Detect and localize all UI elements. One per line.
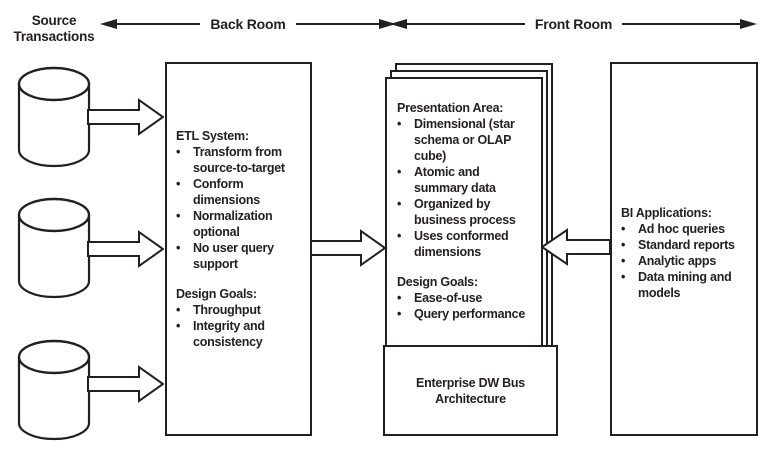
arrowhead-right-icon xyxy=(379,19,397,29)
list-item: •Dimensional (star schema or OLAP cube) xyxy=(397,117,515,163)
bullet-icon: • xyxy=(176,319,181,333)
bi-bullet-list: •Ad hoc queries •Standard reports •Analy… xyxy=(621,221,752,301)
list-item: •Throughput xyxy=(176,303,261,317)
bi-applications-box: BI Applications: •Ad hoc queries •Standa… xyxy=(610,62,758,436)
bullet-icon: • xyxy=(397,117,402,131)
list-item: •Transform from source-to-target xyxy=(176,145,285,175)
bullet-icon: • xyxy=(397,165,402,179)
arrowhead-left-icon xyxy=(390,19,407,29)
database-cylinder-icon xyxy=(17,66,91,168)
list-item: •Conform dimensions xyxy=(176,177,260,207)
source-transactions-line1: Source xyxy=(31,13,77,28)
list-item: •Ad hoc queries xyxy=(621,222,725,236)
etl-title: ETL System: xyxy=(176,129,249,143)
arrow-line xyxy=(622,23,741,25)
source-transactions-line2: Transactions xyxy=(13,29,95,44)
bullet-icon: • xyxy=(621,254,626,268)
arrow-line xyxy=(407,23,525,25)
bullet-icon: • xyxy=(176,209,181,223)
flow-arrow-right-icon xyxy=(87,98,164,136)
presentation-design-goals-title: Design Goals: xyxy=(397,275,478,289)
bullet-icon: • xyxy=(621,238,626,252)
list-item: •Organized by business process xyxy=(397,197,516,227)
bullet-icon: • xyxy=(397,291,402,305)
flow-arrow-right-icon xyxy=(310,229,386,267)
list-item: •No user query support xyxy=(176,241,274,271)
arrowhead-left-icon xyxy=(100,19,117,29)
bullet-icon: • xyxy=(176,177,181,191)
bi-title: BI Applications: xyxy=(621,206,712,220)
flow-arrow-right-icon xyxy=(87,230,164,268)
list-item: •Ease-of-use xyxy=(397,291,483,305)
enterprise-dw-bus-box: Enterprise DW Bus Architecture xyxy=(383,345,558,436)
list-item: •Atomic and summary data xyxy=(397,165,496,195)
bullet-icon: • xyxy=(397,197,402,211)
database-cylinder-icon xyxy=(17,339,91,441)
list-item: •Query performance xyxy=(397,307,526,321)
front-room-label: Front Room xyxy=(534,16,613,32)
presentation-area-box: Presentation Area: •Dimensional (star sc… xyxy=(385,77,543,347)
arrowhead-right-icon xyxy=(740,19,758,29)
list-item: •Normalization optional xyxy=(176,209,273,239)
arrow-line xyxy=(295,23,380,25)
list-item: •Integrity and consistency xyxy=(176,319,265,349)
bullet-icon: • xyxy=(176,303,181,317)
source-transactions-label: Source Transactions xyxy=(2,13,106,45)
back-room-span-arrow: Back Room xyxy=(100,15,397,33)
list-item: •Analytic apps xyxy=(621,254,717,268)
etl-design-goals-list: •Throughput •Integrity and consistency xyxy=(176,302,304,350)
list-item: •Data mining and models xyxy=(621,270,732,300)
bullet-icon: • xyxy=(397,307,402,321)
bullet-icon: • xyxy=(621,270,626,284)
etl-system-box: ETL System: •Transform from source-to-ta… xyxy=(165,62,312,436)
list-item: •Uses conformed dimensions xyxy=(397,229,509,259)
back-room-label: Back Room xyxy=(210,16,286,32)
bullet-icon: • xyxy=(397,229,402,243)
enterprise-dw-bus-label: Enterprise DW Bus Architecture xyxy=(416,375,525,406)
presentation-title: Presentation Area: xyxy=(397,101,504,115)
bullet-icon: • xyxy=(621,222,626,236)
flow-arrow-left-icon xyxy=(541,228,611,266)
front-room-span-arrow: Front Room xyxy=(390,15,758,33)
database-cylinder-icon xyxy=(17,197,91,299)
list-item: •Standard reports xyxy=(621,238,735,252)
arrow-line xyxy=(117,23,201,25)
flow-arrow-right-icon xyxy=(87,365,164,403)
bullet-icon: • xyxy=(176,145,181,159)
presentation-design-goals-list: •Ease-of-use •Query performance xyxy=(397,290,536,322)
etl-bullet-list: •Transform from source-to-target •Confor… xyxy=(176,144,304,272)
etl-design-goals-title: Design Goals: xyxy=(176,287,257,301)
bullet-icon: • xyxy=(176,241,181,255)
presentation-bullet-list: •Dimensional (star schema or OLAP cube) … xyxy=(397,116,536,260)
